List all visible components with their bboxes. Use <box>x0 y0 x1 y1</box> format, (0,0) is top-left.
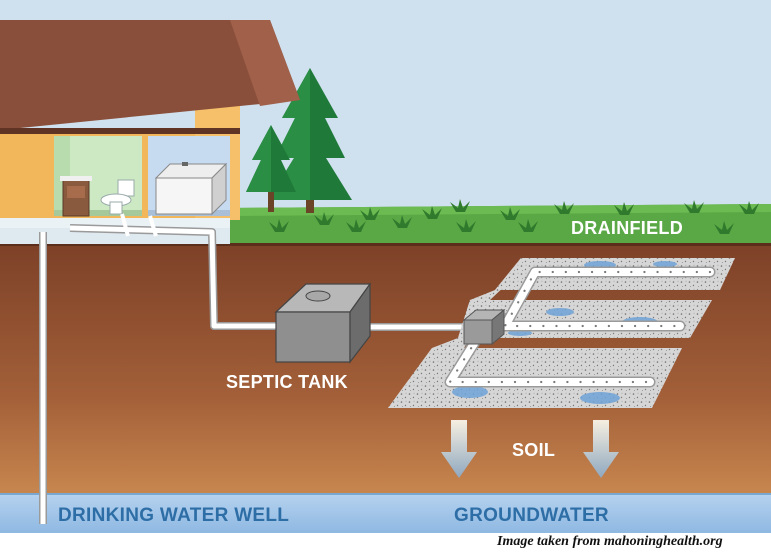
pine-tree-small <box>246 125 296 212</box>
groundwater-label: GROUNDWATER <box>454 505 609 526</box>
well-pipe <box>39 232 47 524</box>
pine-tree-tall <box>268 68 352 213</box>
septic-tank-label: SEPTIC TANK <box>226 372 348 392</box>
seepage-arrow-left <box>441 420 477 478</box>
toilet <box>100 179 135 215</box>
grass-tufts <box>269 199 759 234</box>
drain-pipes <box>69 213 470 331</box>
soil-label: SOIL <box>512 440 556 460</box>
groundwater-layer <box>0 493 771 533</box>
seepage-arrow-right <box>583 420 619 478</box>
drinking-water-well-label: DRINKING WATER WELL <box>58 505 290 526</box>
septic-tank <box>274 282 372 364</box>
image-credit: Image taken from mahoninghealth.org <box>497 534 723 549</box>
drainfield-label: DRAINFIELD <box>571 218 683 238</box>
distribution-box <box>462 308 506 346</box>
washing-machine <box>154 162 228 216</box>
